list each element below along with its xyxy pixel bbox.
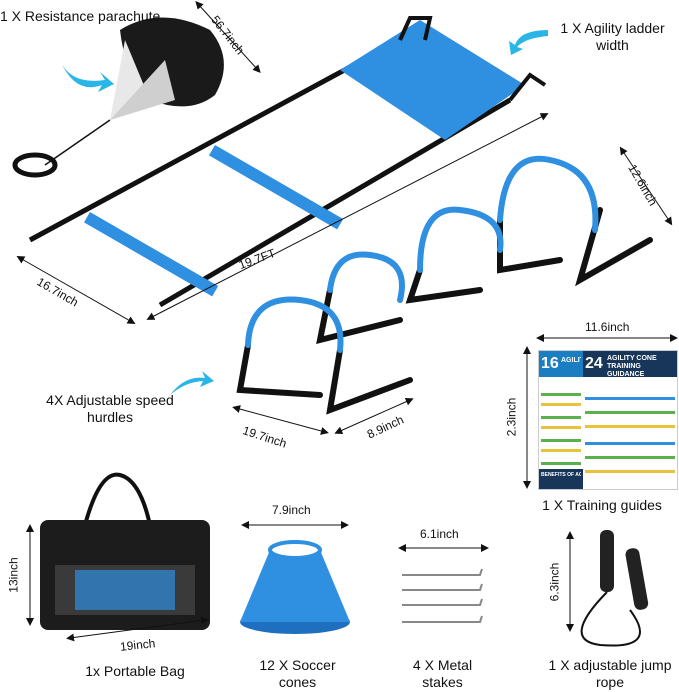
hurdles-arrow-icon xyxy=(170,371,214,395)
stakes-width-dimension: 6.1inch xyxy=(420,527,459,541)
poster-footer: BENEFITS OF AGILI xyxy=(541,472,581,478)
parachute-arrow-icon xyxy=(60,60,114,92)
hurdles-image xyxy=(236,155,653,415)
ladder-label: 1 X Agility ladder width xyxy=(560,20,665,53)
jump-rope-image xyxy=(580,530,649,647)
poster-front-number: 24 xyxy=(585,355,603,372)
training-guide-poster: 16 AGILITY TRAIN 24 AGILITY CONE TRAININ… xyxy=(538,350,678,490)
poster-front-title: AGILITY CONE TRAINING GUIDANCE xyxy=(607,355,657,378)
poster-back-title: AGILITY TRAIN xyxy=(561,357,581,364)
guides-height-dimension: 2.3inch xyxy=(504,397,519,437)
cones-label: 12 X Soccer cones xyxy=(259,657,336,690)
stakes-label: 4 X Metal stakes xyxy=(412,657,473,690)
guides-width-dimension: 11.6inch xyxy=(585,320,630,334)
metal-stakes-image xyxy=(402,568,483,623)
bag-label: 1x Portable Bag xyxy=(85,663,185,679)
poster-back-number: 16 xyxy=(541,355,559,372)
cones-width-dimension: 7.9inch xyxy=(272,503,311,517)
parachute-label: 1 X Resistance parachute xyxy=(0,8,161,24)
bag-height-dimension: 13inch xyxy=(6,557,21,593)
rope-height-dimension: 6.3inch xyxy=(547,562,562,602)
ladder-arrow-icon xyxy=(509,30,548,55)
rope-label: 1 X adjustable jump rope xyxy=(548,657,672,690)
portable-bag-image xyxy=(40,472,210,630)
hurdles-label: 4X Adjustable speed hurdles xyxy=(46,392,174,425)
agility-ladder-image xyxy=(28,16,547,308)
guides-label: 1 X Training guides xyxy=(542,497,662,513)
soccer-cones-image xyxy=(240,540,350,634)
